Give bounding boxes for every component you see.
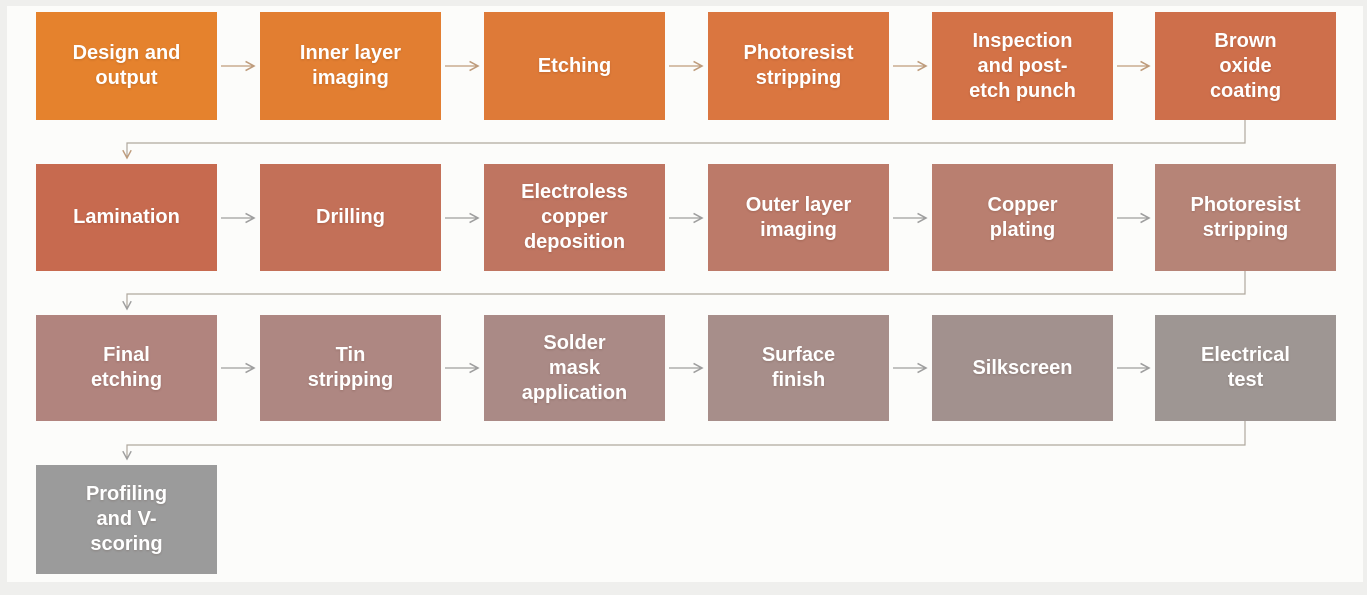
- step-label: Tin stripping: [307, 344, 394, 391]
- step-electrical-test: Electrical test: [1155, 315, 1336, 421]
- step-label: Design and output: [72, 42, 181, 89]
- frame-edge-right: [1363, 0, 1367, 595]
- step-inspection-and-post-etch-punch: Inspection and post- etch punch: [932, 12, 1113, 120]
- frame-edge-top: [0, 0, 1367, 6]
- step-profiling-and-v-scoring: Profiling and V- scoring: [36, 465, 217, 574]
- step-label: Photoresist stripping: [1190, 193, 1301, 241]
- step-label: Etching: [537, 54, 612, 77]
- step-inner-layer-imaging: Inner layer imaging: [260, 12, 441, 120]
- step-copper-plating: Copper plating: [932, 164, 1113, 271]
- step-label: Copper plating: [987, 193, 1058, 241]
- frame-edge-left: [0, 0, 7, 595]
- step-label: Electrical test: [1201, 344, 1290, 391]
- step-label: Electroless copper deposition: [521, 181, 628, 253]
- step-label: Surface finish: [761, 344, 836, 391]
- step-label: Solder mask application: [521, 331, 628, 404]
- step-design-and-output: Design and output: [36, 12, 217, 120]
- step-silkscreen: Silkscreen: [932, 315, 1113, 421]
- step-label: Inner layer imaging: [299, 42, 402, 89]
- step-photoresist-stripping-outer: Photoresist stripping: [1155, 164, 1336, 271]
- step-label: Final etching: [90, 344, 163, 391]
- step-label: Profiling and V- scoring: [85, 483, 168, 555]
- step-electroless-copper-deposition: Electroless copper deposition: [484, 164, 665, 271]
- step-label: Drilling: [316, 206, 385, 228]
- step-photoresist-stripping-inner: Photoresist stripping: [708, 12, 889, 120]
- step-label: Inspection and post- etch punch: [969, 29, 1076, 102]
- step-surface-finish: Surface finish: [708, 315, 889, 421]
- step-label: Lamination: [73, 206, 180, 228]
- flow-connector-row3-row4: [122, 421, 1246, 461]
- step-lamination: Lamination: [36, 164, 217, 271]
- step-label: Outer layer imaging: [745, 193, 852, 241]
- step-solder-mask-application: Solder mask application: [484, 315, 665, 421]
- frame-edge-bottom: [0, 582, 1367, 595]
- step-drilling: Drilling: [260, 164, 441, 271]
- flow-connector-row2-row3: [122, 271, 1246, 311]
- step-final-etching: Final etching: [36, 315, 217, 421]
- step-label: Photoresist stripping: [743, 42, 854, 89]
- flow-connector-row1-row2: [122, 120, 1246, 160]
- step-tin-stripping: Tin stripping: [260, 315, 441, 421]
- step-brown-oxide-coating: Brown oxide coating: [1155, 12, 1336, 120]
- step-etching: Etching: [484, 12, 665, 120]
- step-outer-layer-imaging: Outer layer imaging: [708, 164, 889, 271]
- step-label: Brown oxide coating: [1209, 29, 1282, 102]
- step-label: Silkscreen: [972, 356, 1073, 379]
